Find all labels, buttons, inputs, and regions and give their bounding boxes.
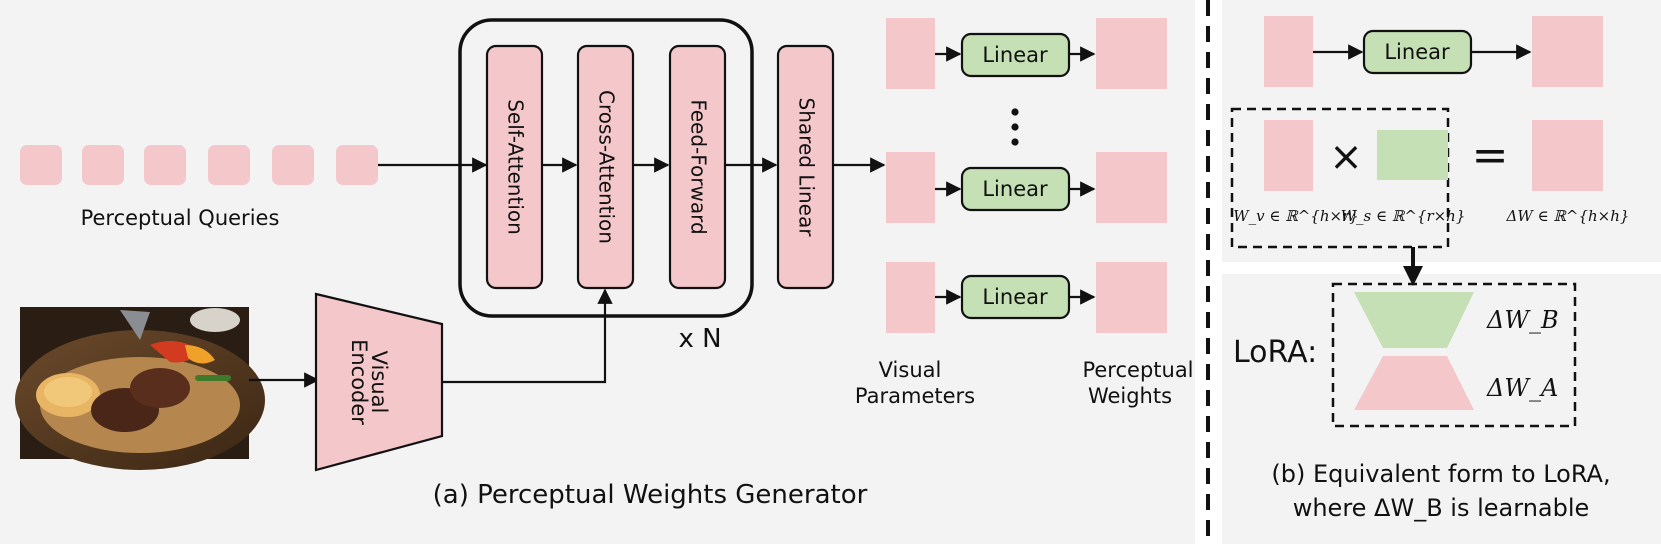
- linear-label: Linear: [982, 285, 1048, 309]
- visual-encoder-label-line1: Visual: [367, 351, 391, 414]
- dw-label: ΔW ∈ ℝ^{h×h}: [1506, 207, 1630, 225]
- delta-w-output: [1532, 16, 1603, 87]
- encoder-to-cross-attention-arrow: [442, 288, 613, 384]
- right-caption-line2: where ΔW_B is learnable: [1293, 494, 1590, 522]
- wv-label: W_v ∈ ℝ^{h×r}: [1233, 207, 1359, 225]
- ws-matrix: [1377, 130, 1448, 180]
- right-linear-label: Linear: [1384, 40, 1450, 64]
- visual-parameters-label-line1: Visual: [879, 358, 942, 382]
- wv-matrix: [1264, 120, 1313, 191]
- food-image: [15, 307, 265, 470]
- perceptual-queries: [20, 145, 378, 185]
- wv-input: [1264, 16, 1313, 87]
- equals-symbol: =: [1472, 130, 1509, 181]
- perceptual-weight: [1096, 18, 1167, 89]
- query-token: [208, 145, 250, 185]
- query-token: [20, 145, 62, 185]
- query-token: [144, 145, 186, 185]
- perceptual-weight: [1096, 152, 1167, 223]
- query-token: [82, 145, 124, 185]
- times-symbol: ×: [1329, 134, 1363, 180]
- linear-label: Linear: [982, 177, 1048, 201]
- visual-encoder-label-line2: Encoder: [347, 339, 371, 425]
- feed-forward-label: Feed-Forward: [687, 99, 711, 234]
- shared-linear-label: Shared Linear: [795, 98, 819, 238]
- query-token: [336, 145, 378, 185]
- left-caption: (a) Perceptual Weights Generator: [433, 480, 868, 510]
- perceptual-weight: [1096, 262, 1167, 333]
- delta-wb-label: ΔW_B: [1486, 306, 1559, 334]
- perceptual-weights-label-line1: Perceptual: [1082, 358, 1193, 382]
- lora-label: LoRA:: [1233, 335, 1317, 370]
- visual-encoder: [314, 292, 444, 472]
- feed-forward-block: [668, 44, 727, 290]
- visual-parameter: [886, 18, 935, 89]
- ellipsis-dots: [1011, 108, 1019, 146]
- right-caption-line1: (b) Equivalent form to LoRA,: [1271, 460, 1610, 488]
- self-attention-block: [485, 44, 544, 290]
- linear-label: Linear: [982, 43, 1048, 67]
- lora-b-trapezoid: [1354, 292, 1474, 348]
- delta-wa-label: ΔW_A: [1486, 374, 1558, 402]
- perceptual-queries-label: Perceptual Queries: [81, 206, 280, 230]
- visual-parameters-label-line2: Parameters: [855, 384, 975, 408]
- visual-parameter: [886, 152, 935, 223]
- perceptual-weights-label-line2: Weights: [1088, 384, 1172, 408]
- shared-linear-block: [776, 44, 835, 290]
- lora-dashed-box: [1331, 282, 1577, 428]
- self-attention-label: Self-Attention: [504, 99, 528, 235]
- repeat-label: x N: [678, 324, 721, 354]
- cross-attention-block: [576, 44, 635, 290]
- query-token: [272, 145, 314, 185]
- transformer-block-group: [458, 18, 754, 318]
- visual-parameter: [886, 262, 935, 333]
- cross-attention-label: Cross-Attention: [595, 90, 619, 244]
- delta-w-matrix: [1532, 120, 1603, 191]
- ws-label: W_s ∈ ℝ^{r×h}: [1341, 207, 1466, 225]
- lora-a-trapezoid: [1354, 356, 1474, 410]
